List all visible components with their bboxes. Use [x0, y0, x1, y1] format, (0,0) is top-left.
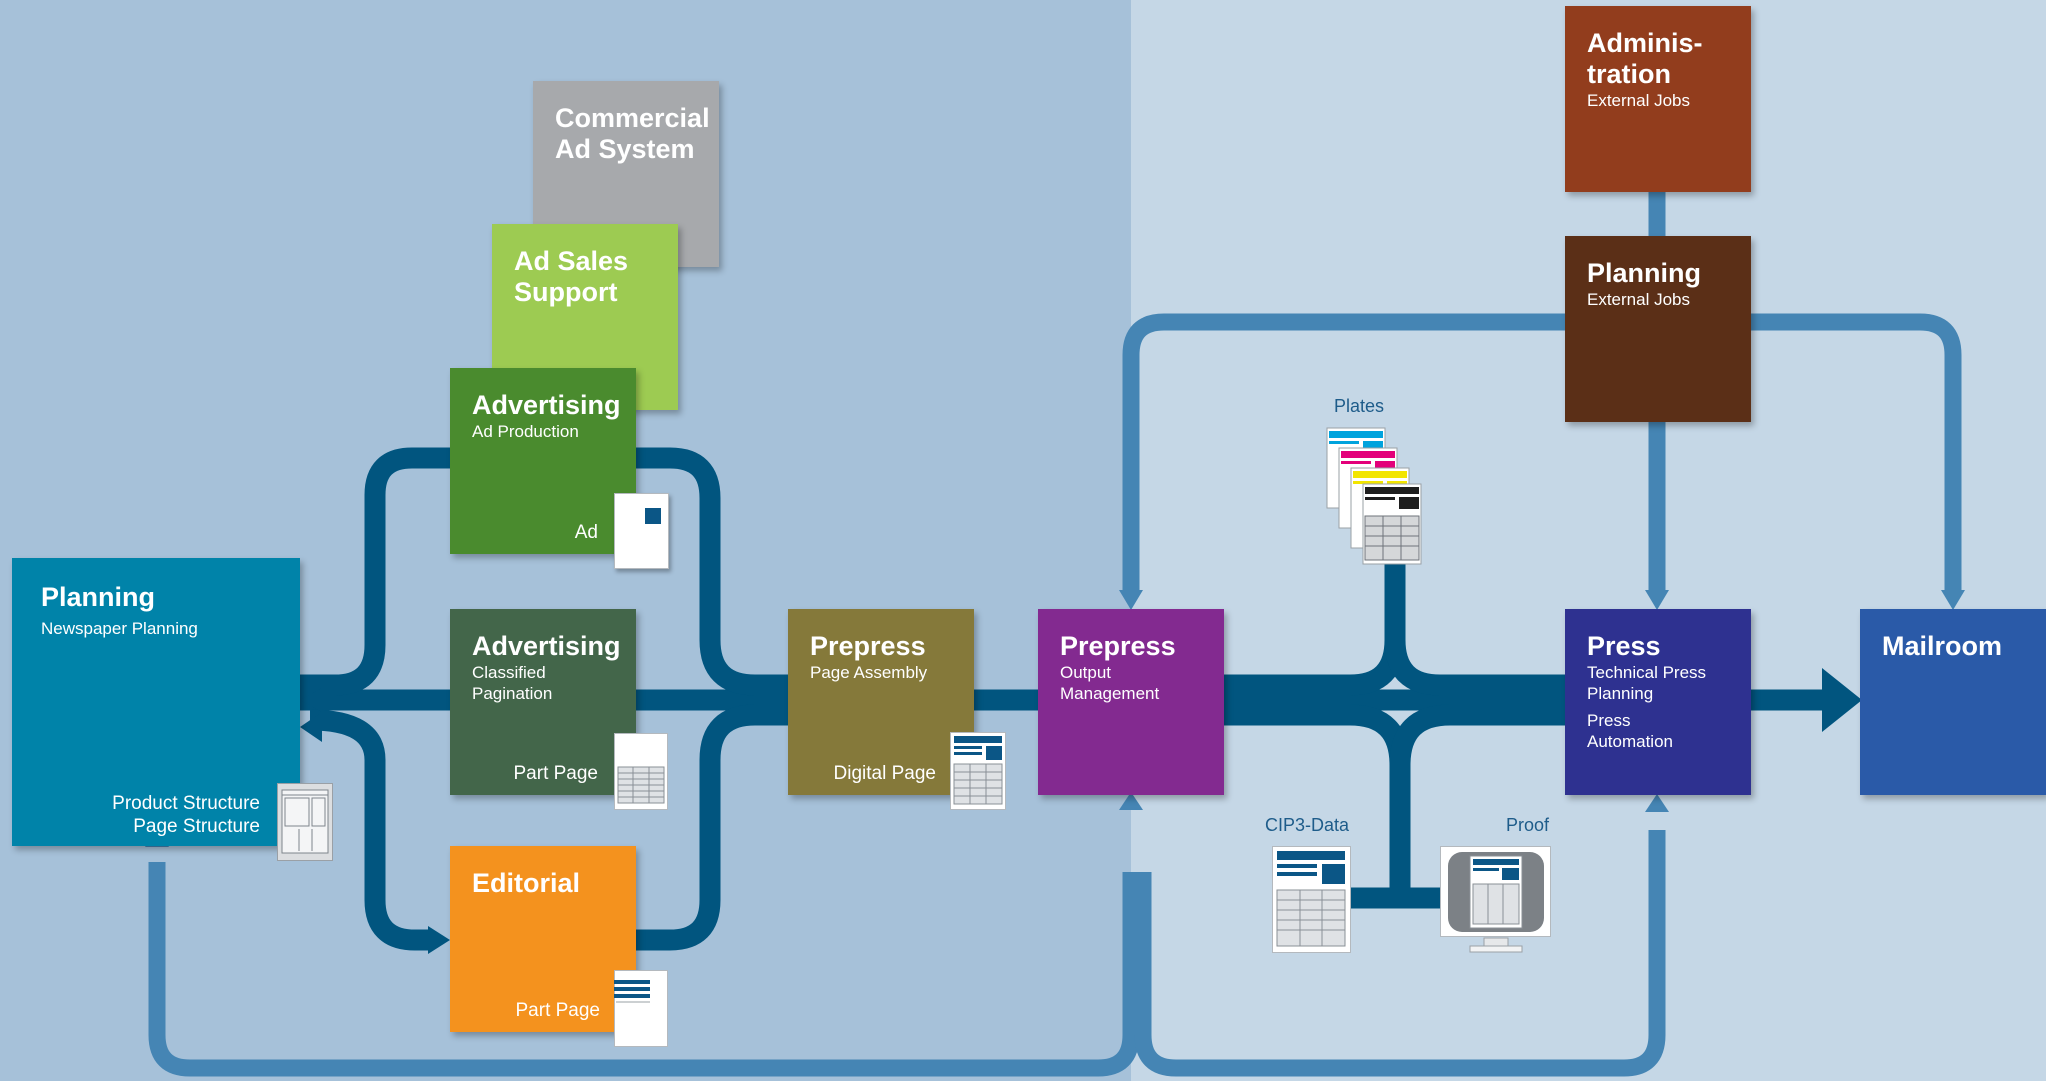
ad-to-assembly-connector [636, 447, 790, 696]
arrowhead-to-editorial [428, 926, 450, 954]
cip3-data-icon [1272, 846, 1351, 953]
structure-page-icon [277, 783, 333, 861]
proof-monitor-icon [1440, 846, 1551, 953]
proof-loop-connector [1134, 830, 1666, 1077]
ad-production-subtitle: Ad Production [472, 422, 579, 441]
administration-box[interactable]: Adminis- tration External Jobs [1565, 6, 1751, 192]
planning-external-subtitle: External Jobs [1587, 290, 1690, 309]
arrowhead-press-top [1645, 590, 1669, 610]
technical-press-planning-subtitle: Technical Press Planning [1587, 663, 1707, 703]
press-box[interactable]: Press Technical Press Planning Press Aut… [1565, 609, 1751, 795]
part-page-icon [614, 733, 668, 810]
prepress-page-assembly-box[interactable]: Prepress Page Assembly Digital Page [788, 609, 974, 795]
ad-block [645, 508, 661, 524]
plates-connector [1224, 555, 1406, 696]
press-automation-subtitle: Press Automation [1587, 711, 1673, 751]
newspaper-planning-subtitle: Newspaper Planning [41, 619, 198, 638]
ad-production-loop [300, 447, 450, 696]
press-title: Press [1587, 631, 1661, 661]
planning-external-title: Planning [1587, 258, 1701, 288]
part-page-caption: Part Page [513, 763, 599, 784]
commercial-title: Commercial Ad System [555, 103, 710, 164]
ad-sales-title: Ad Sales Support [514, 246, 629, 307]
prepress-output-title: Prepress [1060, 631, 1176, 661]
proof-label: Proof [1506, 815, 1550, 835]
editorial-part-page-caption: Part Page [515, 1000, 601, 1021]
classified-subtitle: Classified Pagination [472, 663, 553, 703]
planning-to-prepress-connector [1122, 313, 1565, 590]
ad-page-icon [614, 493, 669, 569]
planning-to-mailroom-connector [1750, 313, 1962, 590]
arrowhead-press-bottom [1645, 794, 1669, 812]
plates-to-press-connector [1384, 639, 1565, 696]
administration-title: Adminis- tration [1587, 28, 1703, 89]
planning-newspaper-box[interactable]: Planning Newspaper Planning Product Stru… [12, 558, 300, 846]
plates-label: Plates [1334, 396, 1385, 416]
ad-caption: Ad [574, 522, 598, 543]
arrowhead-mailroom-top [1941, 590, 1965, 610]
advertising-classified-box[interactable]: Advertising Classified Pagination Part P… [450, 609, 636, 795]
prepress-assembly-title: Prepress [810, 631, 926, 661]
prepress-output-management-box[interactable]: Prepress Output Management [1038, 609, 1224, 795]
return-loop-to-planning [148, 862, 1140, 1077]
mailroom-title: Mailroom [1882, 631, 2003, 661]
editorial-loop-connector [309, 709, 430, 951]
advertising-title: Advertising [472, 390, 621, 420]
mailroom-box[interactable]: Mailroom [1860, 609, 2046, 795]
planning-external-jobs-box[interactable]: Planning External Jobs [1565, 236, 1751, 422]
editorial-page-icon [614, 970, 668, 1047]
editorial-to-assembly-connector [636, 704, 790, 951]
arrowhead-to-mailroom [1822, 668, 1862, 732]
editorial-box[interactable]: Editorial Part Page [450, 846, 636, 1032]
arrowhead-prepress-top [1119, 590, 1143, 610]
cip3-label: CIP3-Data [1265, 815, 1350, 835]
arrowhead-to-planning [300, 688, 322, 712]
plates-stack-icon [1326, 427, 1422, 565]
digital-page-icon [950, 732, 1006, 810]
advertising-ad-production-box[interactable]: Advertising Ad Production Ad [450, 368, 636, 554]
administration-subtitle: External Jobs [1587, 91, 1690, 110]
planning-title: Planning [41, 582, 155, 612]
editorial-title: Editorial [472, 868, 581, 898]
advertising-classified-title: Advertising [472, 631, 621, 661]
page-assembly-subtitle: Page Assembly [810, 663, 928, 682]
output-management-subtitle: Output Management [1060, 663, 1160, 703]
black-plate [1362, 483, 1422, 565]
proof-connector [1389, 704, 1565, 766]
arrowhead-planning-left [300, 712, 322, 742]
digital-page-caption: Digital Page [833, 763, 936, 784]
structure-caption: Product Structure Page Structure [112, 793, 260, 837]
arrowhead-prepress-bottom [1119, 792, 1143, 810]
